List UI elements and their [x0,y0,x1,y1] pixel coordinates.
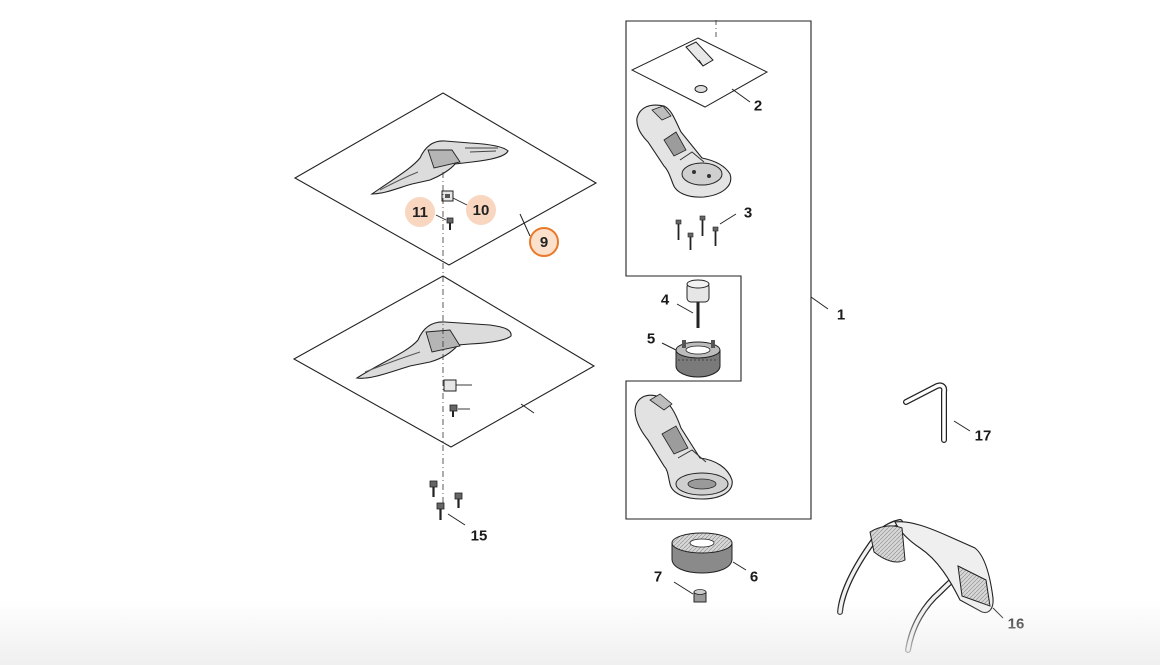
hex-key-icon [903,382,971,443]
handle-kit-panel [293,92,598,266]
callout-2[interactable]: 2 [753,97,763,115]
safety-glasses-icon [837,519,1004,653]
callout-6[interactable]: 6 [749,568,759,586]
hotspot-11[interactable]: 11 [405,197,435,227]
screws-icon [429,480,466,526]
handle-housing-frame [625,20,829,520]
housing-shell-icon [636,104,732,198]
callout-5[interactable]: 5 [646,330,656,348]
nut-icon [443,379,457,392]
callout-3[interactable]: 3 [743,204,753,222]
hotspot-10[interactable]: 10 [466,195,496,225]
screw-icon [435,214,454,230]
cap-ring-icon [671,532,747,574]
callout-15[interactable]: 15 [470,527,488,545]
spacer-icon [673,581,707,603]
housing-lower-icon [634,393,733,500]
callout-16[interactable]: 16 [1007,615,1025,633]
handle-assembly-panel [292,275,596,448]
handle-kit-icon [370,140,509,195]
hotspot-9-selected[interactable]: 9 [529,227,559,257]
screw-icon [449,404,458,412]
clamp-ring-icon [661,340,721,378]
callout-17[interactable]: 17 [974,427,992,445]
callout-1[interactable]: 1 [836,306,846,324]
callout-7[interactable]: 7 [653,568,663,586]
screw-set-icon [675,213,737,250]
label-sheet-icon [630,20,769,108]
knob-bolt-icon [676,279,710,328]
callout-4[interactable]: 4 [660,291,670,309]
nut-icon [441,190,468,206]
